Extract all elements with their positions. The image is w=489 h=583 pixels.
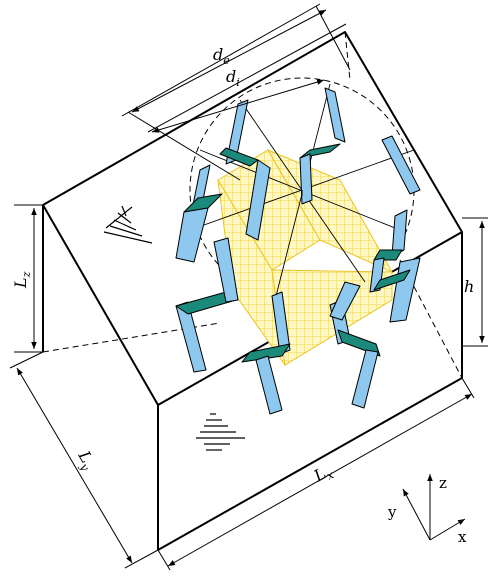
axis-y-label: y [387, 503, 397, 521]
di-label: di [226, 67, 240, 89]
lx-label: Lx [310, 460, 337, 488]
dim-lx [157, 377, 475, 571]
de-label: de [213, 45, 230, 67]
mesh-grid [217, 148, 394, 366]
flow-mark-front [196, 413, 245, 451]
dim-ly [9, 351, 159, 569]
dim-di [147, 23, 347, 133]
axis-x-label: x [458, 528, 467, 546]
flow-mark-top [103, 205, 153, 244]
ly-label: Ly [71, 447, 99, 474]
dim-h [462, 217, 488, 347]
dim-lz [14, 204, 43, 353]
axis-z-label: z [439, 474, 447, 492]
coordinate-axes [402, 474, 466, 541]
lz-label: Lz [11, 271, 33, 289]
h-label: h [464, 277, 474, 296]
